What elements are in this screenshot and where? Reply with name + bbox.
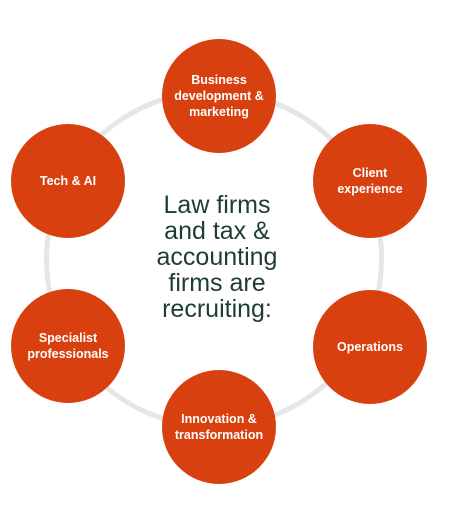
- node-operations-label: Operations: [337, 340, 403, 354]
- node-client-experience: Client experience: [313, 124, 427, 238]
- node-operations: Operations: [313, 290, 427, 404]
- node-tech-ai: Tech & AI: [11, 124, 125, 238]
- node-tech-ai-label: Tech & AI: [39, 174, 97, 188]
- node-specialist-professionals: Specialist professionals: [11, 289, 125, 403]
- node-client-experience-label: Client experience: [337, 166, 403, 196]
- node-business-development: Business development & marketing: [162, 39, 276, 153]
- node-innovation-transformation: Innovation & transformation: [162, 370, 276, 484]
- center-title: Law firms and tax & accounting firms are…: [156, 191, 278, 323]
- node-business-development-label: Business development & marketing: [174, 73, 264, 119]
- node-specialist-professionals-label: Specialist professionals: [27, 331, 109, 361]
- node-innovation-transformation-label: Innovation & transformation: [174, 412, 264, 442]
